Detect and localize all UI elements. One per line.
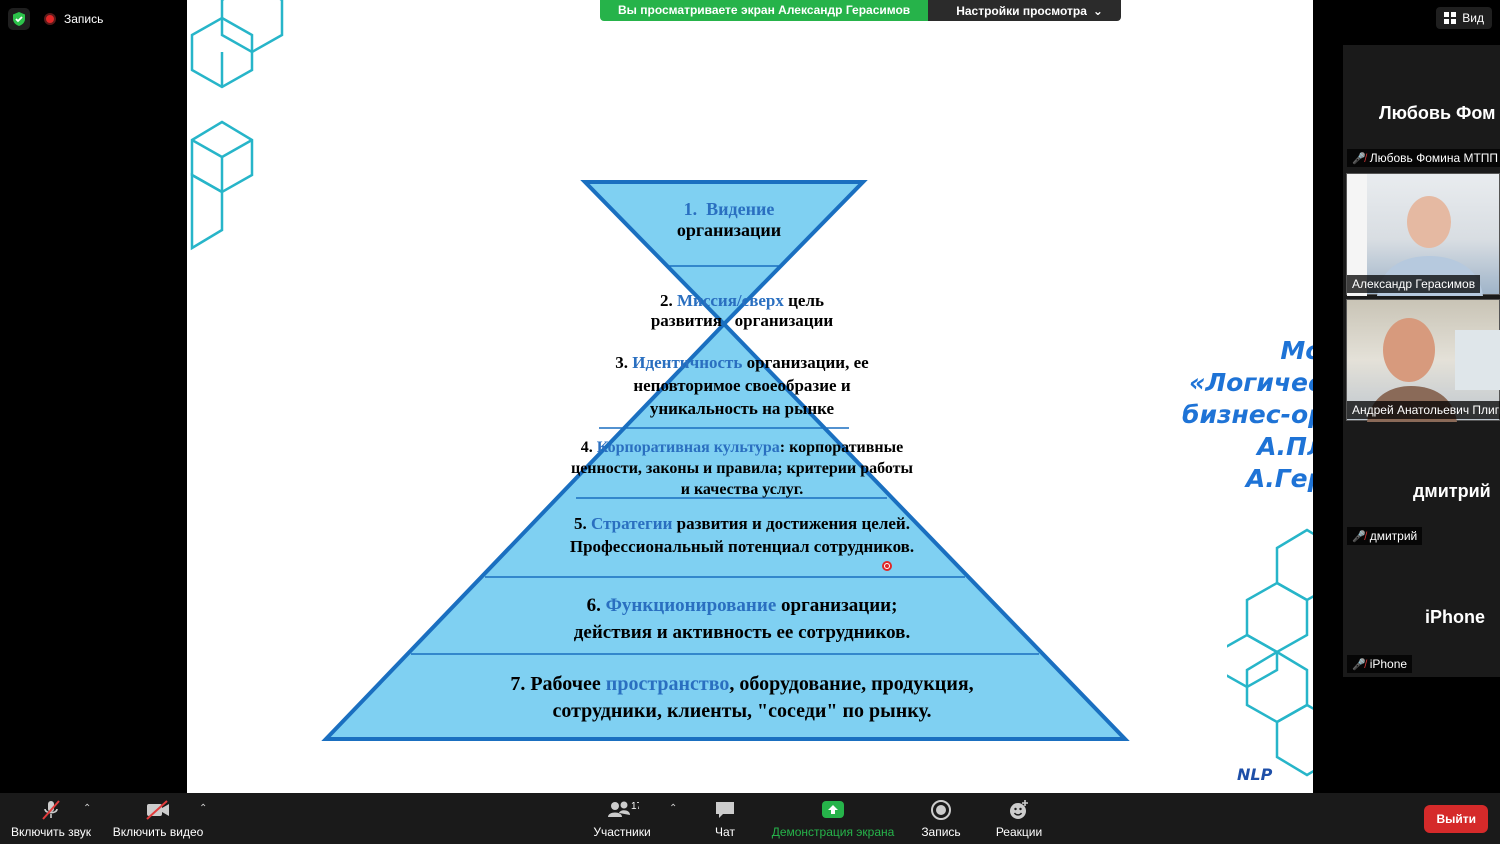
video-off-icon — [145, 799, 171, 821]
level-4-text: 4. Корпоративная культура: корпоративные… — [570, 439, 914, 498]
participant-big-name: Любовь Фом — [1379, 103, 1496, 123]
record-button[interactable]: Запись — [918, 799, 964, 839]
grid-icon — [1444, 12, 1457, 24]
unmute-label: Включить звук — [10, 825, 92, 839]
hexagon-pattern-decoration-right — [1227, 528, 1313, 777]
meeting-status: Запись — [8, 8, 103, 30]
video-options-caret-icon[interactable]: ⌃ — [199, 803, 208, 814]
participant-name-bar: Андрей Анатольевич Плиги — [1347, 401, 1500, 419]
participant-name: дмитрий — [1369, 529, 1418, 543]
view-settings-label: Настройки просмотра — [956, 3, 1087, 18]
participant-tile[interactable]: Любовь Фом 🎤̸Любовь Фомина МТПП — [1343, 45, 1500, 171]
level-7-text: 7. Рабочее пространство, оборудование, п… — [510, 673, 974, 722]
security-shield-icon[interactable] — [8, 8, 30, 30]
record-icon — [930, 799, 952, 821]
share-screen-icon — [821, 799, 845, 821]
participant-name-bar: 🎤̸дмитрий — [1347, 527, 1423, 545]
mic-muted-icon: 🎤̸ — [1352, 152, 1366, 165]
recording-indicator[interactable]: Запись — [44, 12, 103, 26]
chat-icon — [714, 799, 736, 821]
participant-name: iPhone — [1369, 657, 1408, 671]
viewing-screen-text: Вы просматриваете экран Александр Гераси… — [600, 0, 929, 21]
participant-tile[interactable]: дмитрий 🎤̸дмитрий — [1343, 423, 1500, 549]
participant-name: Александр Герасимов — [1352, 277, 1476, 291]
leave-button[interactable]: Выйти — [1424, 805, 1488, 833]
unmute-button[interactable]: Включить звук — [10, 799, 92, 839]
meeting-toolbar: Включить звук ⌃ Включить видео ⌃ 17 Учас… — [0, 793, 1500, 844]
recording-label: Запись — [64, 12, 104, 26]
view-label: Вид — [1462, 11, 1484, 25]
participant-video — [1346, 299, 1500, 422]
hexagon-pattern-decoration — [190, 0, 284, 251]
participants-icon: 17 — [605, 799, 639, 821]
nlp-logo: NLP — [1237, 765, 1273, 784]
view-button[interactable]: Вид — [1436, 7, 1492, 29]
participant-name-bar: 🎤̸Любовь Фомина МТПП — [1347, 149, 1500, 167]
participant-tile[interactable]: iPhone 🎤̸iPhone — [1343, 549, 1500, 677]
participant-name: Андрей Анатольевич Плиги — [1352, 403, 1500, 417]
participant-big-name: iPhone — [1425, 607, 1486, 627]
participant-tile[interactable]: Александр Герасимов — [1343, 171, 1500, 297]
share-screen-button[interactable]: Демонстрация экрана — [770, 799, 896, 839]
model-title: Модель «Логические уровни бизнес-организ… — [1147, 335, 1313, 495]
logical-levels-pyramid — [321, 180, 1130, 741]
mic-muted-icon: 🎤̸ — [1352, 530, 1366, 543]
participant-name-bar: Александр Герасимов — [1347, 275, 1481, 293]
smile-reaction-icon — [1008, 799, 1030, 821]
model-title-line: А.Плигин и — [1257, 432, 1313, 461]
chevron-down-icon: ⌄ — [1092, 3, 1103, 18]
chat-button[interactable]: Чат — [705, 799, 745, 839]
reactions-button[interactable]: Реакции — [993, 799, 1045, 839]
laser-pointer-icon — [882, 561, 892, 571]
participant-big-name: дмитрий — [1413, 481, 1491, 501]
participant-name-bar: 🎤̸iPhone — [1347, 655, 1413, 673]
model-title-line: А.Герасимов — [1245, 464, 1313, 493]
mic-muted-icon: 🎤̸ — [1352, 658, 1366, 671]
level-5-text: 5. Стратегии развития и достижения целей… — [569, 514, 915, 556]
model-title-line: «Логические уровни — [1189, 368, 1313, 397]
mic-muted-icon — [40, 799, 62, 821]
participant-name: Любовь Фомина МТПП — [1369, 151, 1499, 165]
start-video-label: Включить видео — [112, 825, 204, 839]
record-dot-icon — [44, 13, 56, 25]
view-settings-button[interactable]: Настройки просмотра ⌄ — [928, 0, 1121, 21]
participants-button[interactable]: 17 Участники — [590, 799, 654, 839]
share-banner: Вы просматриваете экран Александр Гераси… — [600, 0, 1121, 21]
model-title-line: бизнес-организации» — [1182, 400, 1313, 429]
participants-label: Участники — [593, 825, 651, 839]
model-title-line: Модель — [1280, 336, 1313, 365]
start-video-button[interactable]: Включить видео — [112, 799, 204, 839]
audio-options-caret-icon[interactable]: ⌃ — [83, 803, 92, 814]
participant-tile[interactable]: Андрей Анатольевич Плиги — [1343, 297, 1500, 423]
reactions-label: Реакции — [995, 825, 1043, 839]
participants-options-caret-icon[interactable]: ⌃ — [669, 803, 678, 814]
participants-count: 17 — [631, 801, 639, 812]
chat-label: Чат — [715, 825, 735, 839]
record-label: Запись — [921, 825, 961, 839]
level-6-text: 6. Функционирование организации;действия… — [573, 595, 911, 643]
share-screen-label: Демонстрация экрана — [771, 825, 895, 839]
participants-video-panel: Любовь Фом 🎤̸Любовь Фомина МТПП Александ… — [1343, 45, 1500, 677]
